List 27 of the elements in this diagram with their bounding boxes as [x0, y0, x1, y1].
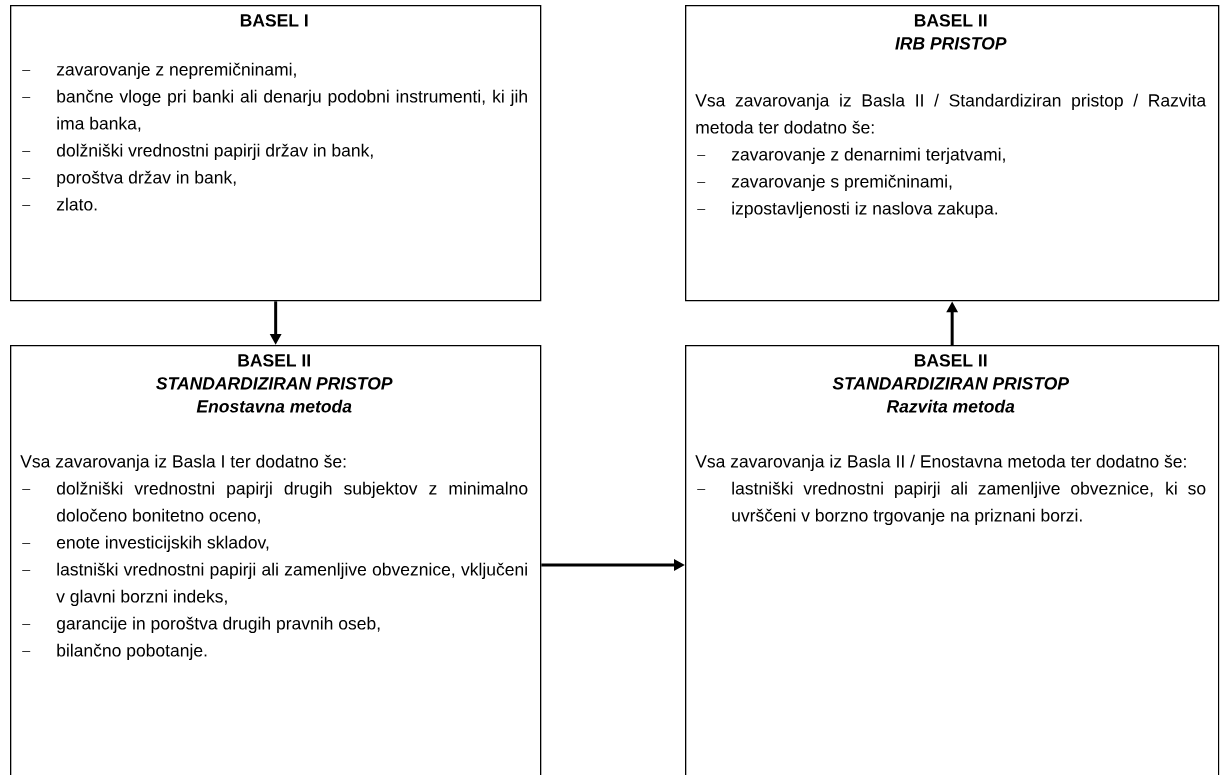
- list-item: zavarovanje z nepremičninami,: [21, 62, 296, 80]
- list-item: zavarovanje s premičninami,: [696, 174, 952, 192]
- list-item: dolžniški vrednostni papirji držav in bank,: [21, 143, 373, 161]
- list-item: izpostavljenosti iz naslova zakupa.: [696, 201, 998, 219]
- list-item: lastniški vrednostni papirji ali zamenljive obveznice, ki so uvrščeni v borzno trgovanje na priznani borzi.: [696, 481, 1206, 526]
- heading: BASEL II: [238, 354, 310, 367]
- list-item: zavarovanje z denarnimi terjatvami,: [696, 147, 1005, 165]
- list-item: zlato.: [21, 197, 97, 211]
- paragraph: Vsa zavarovanja iz Basla II / Enostavna metoda ter dodatno še:: [695, 454, 1186, 472]
- list-item: garancije in poroštva drugih pravnih oseb,: [21, 616, 380, 634]
- text-box: [685, 5, 1220, 302]
- heading: STANDARDIZIRAN PRISTOP: [832, 377, 1069, 390]
- heading: BASEL II: [914, 14, 987, 27]
- heading: IRB PRISTOP: [895, 37, 1007, 50]
- heading: BASEL II: [914, 354, 987, 367]
- heading: STANDARDIZIRAN PRISTOP: [156, 377, 393, 390]
- paragraph: Vsa zavarovanja iz Basla I ter dodatno še:: [20, 454, 346, 472]
- paragraph: Vsa zavarovanja iz Basla II / Standardiziran pristop / Razvita metoda ter dodatno še:: [695, 93, 1207, 134]
- text-box: [10, 345, 542, 775]
- heading: Razvita metoda: [886, 399, 1015, 413]
- heading: Enostavna metoda: [196, 399, 352, 413]
- text-box: [685, 345, 1220, 775]
- text-box: [10, 5, 542, 302]
- list-item: poroštva držav in bank,: [21, 170, 236, 188]
- list-item: bilančno pobotanje.: [21, 643, 207, 661]
- heading: BASEL I: [240, 14, 308, 27]
- list-item: enote investicijskih skladov,: [21, 535, 269, 553]
